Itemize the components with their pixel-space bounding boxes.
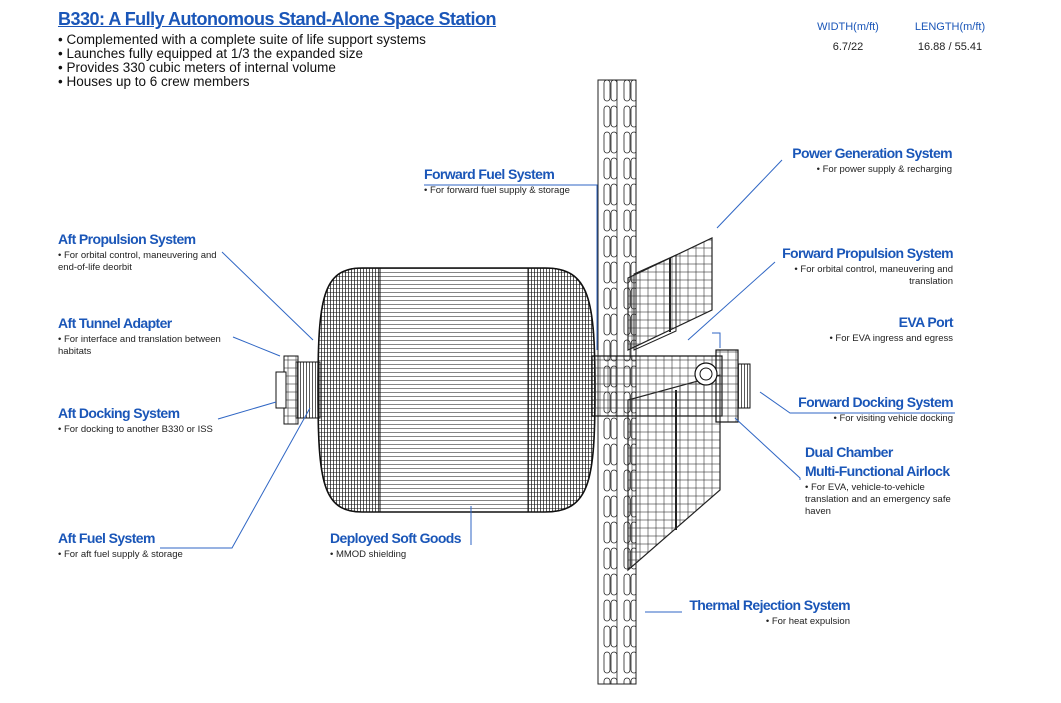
callout-desc: For orbital control, maneuvering and tra… xyxy=(776,264,953,288)
callout-name-line1: Dual Chamber xyxy=(805,444,893,460)
callout-desc: For aft fuel supply & storage xyxy=(58,549,183,561)
callout-soft-goods: Deployed Soft Goods MMOD shielding xyxy=(330,530,462,561)
callout-name: EVA Port xyxy=(898,314,954,330)
callout-desc: For docking to another B330 or ISS xyxy=(58,424,213,436)
callout-desc: MMOD shielding xyxy=(330,549,461,561)
callout-desc: For interface and translation between ha… xyxy=(58,334,233,358)
callout-name: Thermal Rejection System xyxy=(689,597,850,613)
callout-aft-fuel: Aft Fuel System For aft fuel supply & st… xyxy=(58,530,183,561)
callout-desc: For EVA ingress and egress xyxy=(800,333,953,345)
callout-desc: For visiting vehicle docking xyxy=(780,413,953,425)
feature-list: Complemented with a complete suite of li… xyxy=(58,33,426,89)
callout-name: Aft Fuel System xyxy=(58,530,155,546)
length-value: 16.88 / 55.41 xyxy=(917,41,983,53)
callout-power-generation: Power Generation System For power supply… xyxy=(740,145,952,176)
callout-airlock: Dual Chamber Multi-Functional Airlock Fo… xyxy=(805,444,965,518)
callout-desc: For power supply & recharging xyxy=(740,164,952,176)
callout-aft-propulsion: Aft Propulsion System For orbital contro… xyxy=(58,231,233,274)
forward-core-module xyxy=(591,349,751,423)
feature-item: Provides 330 cubic meters of internal vo… xyxy=(58,61,426,75)
callout-name: Forward Docking System xyxy=(798,394,953,410)
page-title: B330: A Fully Autonomous Stand-Alone Spa… xyxy=(58,9,497,29)
callout-thermal-rejection: Thermal Rejection System For heat expuls… xyxy=(660,597,850,628)
callout-name: Deployed Soft Goods xyxy=(330,530,462,546)
length-label: LENGTH(m/ft) xyxy=(914,21,986,33)
callout-desc: For orbital control, maneuvering and end… xyxy=(58,250,233,274)
width-value: 6.7/22 xyxy=(832,41,864,53)
feature-item: Launches fully equipped at 1/3 the expan… xyxy=(58,47,426,61)
callout-forward-docking: Forward Docking System For visiting vehi… xyxy=(780,394,953,425)
callout-name-line2: Multi-Functional Airlock xyxy=(805,463,950,479)
solar-array-upper xyxy=(627,237,713,351)
callout-aft-docking: Aft Docking System For docking to anothe… xyxy=(58,405,213,436)
callout-name: Aft Docking System xyxy=(58,405,180,421)
feature-item: Houses up to 6 crew members xyxy=(58,75,426,89)
length-spec: LENGTH(m/ft) 16.88 / 55.41 xyxy=(905,21,995,53)
feature-item: Complemented with a complete suite of li… xyxy=(58,33,425,47)
callout-desc: For heat expulsion xyxy=(660,616,850,628)
inflatable-habitat xyxy=(317,267,596,513)
callout-desc: For forward fuel supply & storage xyxy=(424,185,570,197)
callout-name: Forward Fuel System xyxy=(424,166,555,182)
callout-name: Aft Propulsion System xyxy=(58,231,196,247)
callout-eva-port: EVA Port For EVA ingress and egress xyxy=(800,314,953,345)
aft-docking-module xyxy=(275,355,321,425)
callout-name: Aft Tunnel Adapter xyxy=(58,315,172,331)
callout-aft-tunnel: Aft Tunnel Adapter For interface and tra… xyxy=(58,315,233,358)
callout-forward-propulsion: Forward Propulsion System For orbital co… xyxy=(776,245,954,288)
width-label: WIDTH(m/ft) xyxy=(817,21,879,33)
callout-name: Forward Propulsion System xyxy=(782,245,954,261)
callout-forward-fuel: Forward Fuel System For forward fuel sup… xyxy=(424,166,570,197)
callout-name: Power Generation System xyxy=(792,145,952,161)
callout-desc: For EVA, vehicle-to-vehicle translation … xyxy=(805,482,965,518)
width-spec: WIDTH(m/ft) 6.7/22 xyxy=(808,21,888,53)
